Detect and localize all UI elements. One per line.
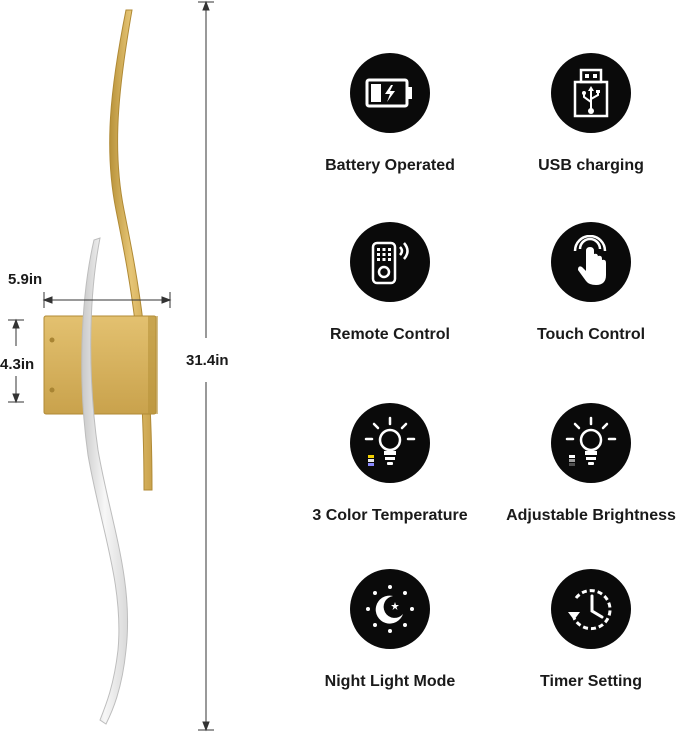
base-height-dimension-label: 4.3in [0, 356, 35, 373]
feature-label: USB charging [538, 157, 644, 174]
touch-hand-icon [573, 235, 607, 285]
plate-screw [49, 387, 55, 393]
feature-touch-control: Touch Control [491, 222, 679, 344]
feature-label: 3 Color Temperature [312, 507, 468, 524]
feature-label: Touch Control [536, 326, 646, 343]
feature-badge [350, 53, 430, 133]
feature-remote-control: Remote Control [290, 222, 490, 344]
feature-timer-setting: Timer Setting [491, 569, 679, 691]
width-dimension-line [42, 292, 172, 308]
feature-night-light-mode: Night Light Mode [290, 569, 490, 691]
feature-badge [350, 403, 430, 483]
feature-label: Battery Operated [325, 157, 455, 174]
remote-control-icon [371, 241, 409, 285]
bulb-color-temperature-icon [364, 416, 416, 466]
feature-adjustable-brightness: Adjustable Brightness [491, 403, 679, 525]
feature-usb-charging: USB charging [491, 53, 679, 175]
white-light-bar [81, 237, 129, 725]
feature-color-temperature: 3 Color Temperature [290, 403, 490, 525]
total-height-dimension-label: 31.4in [186, 352, 229, 369]
feature-battery-operated: Battery Operated [290, 53, 490, 175]
mounting-plate [43, 315, 157, 415]
wall-lamp-illustration [8, 0, 214, 732]
base-height-dimension-line [8, 318, 24, 404]
battery-icon [365, 78, 412, 108]
feature-label: Night Light Mode [324, 673, 456, 690]
feature-badge [551, 569, 631, 649]
plate-screw [49, 337, 55, 343]
moon-night-icon [366, 585, 414, 633]
feature-badge [551, 53, 631, 133]
feature-label: Timer Setting [540, 673, 642, 690]
usb-icon [573, 68, 609, 118]
feature-badge [551, 222, 631, 302]
width-dimension-label: 5.9in [8, 271, 43, 288]
feature-badge [350, 569, 430, 649]
feature-badge [350, 222, 430, 302]
feature-label: Adjustable Brightness [506, 507, 676, 524]
bulb-brightness-icon [565, 416, 617, 466]
total-height-dimension-line [198, 0, 214, 732]
gold-light-bar [109, 9, 153, 491]
feature-badge [551, 403, 631, 483]
feature-label: Remote Control [330, 326, 450, 343]
timer-clock-icon [568, 589, 612, 631]
